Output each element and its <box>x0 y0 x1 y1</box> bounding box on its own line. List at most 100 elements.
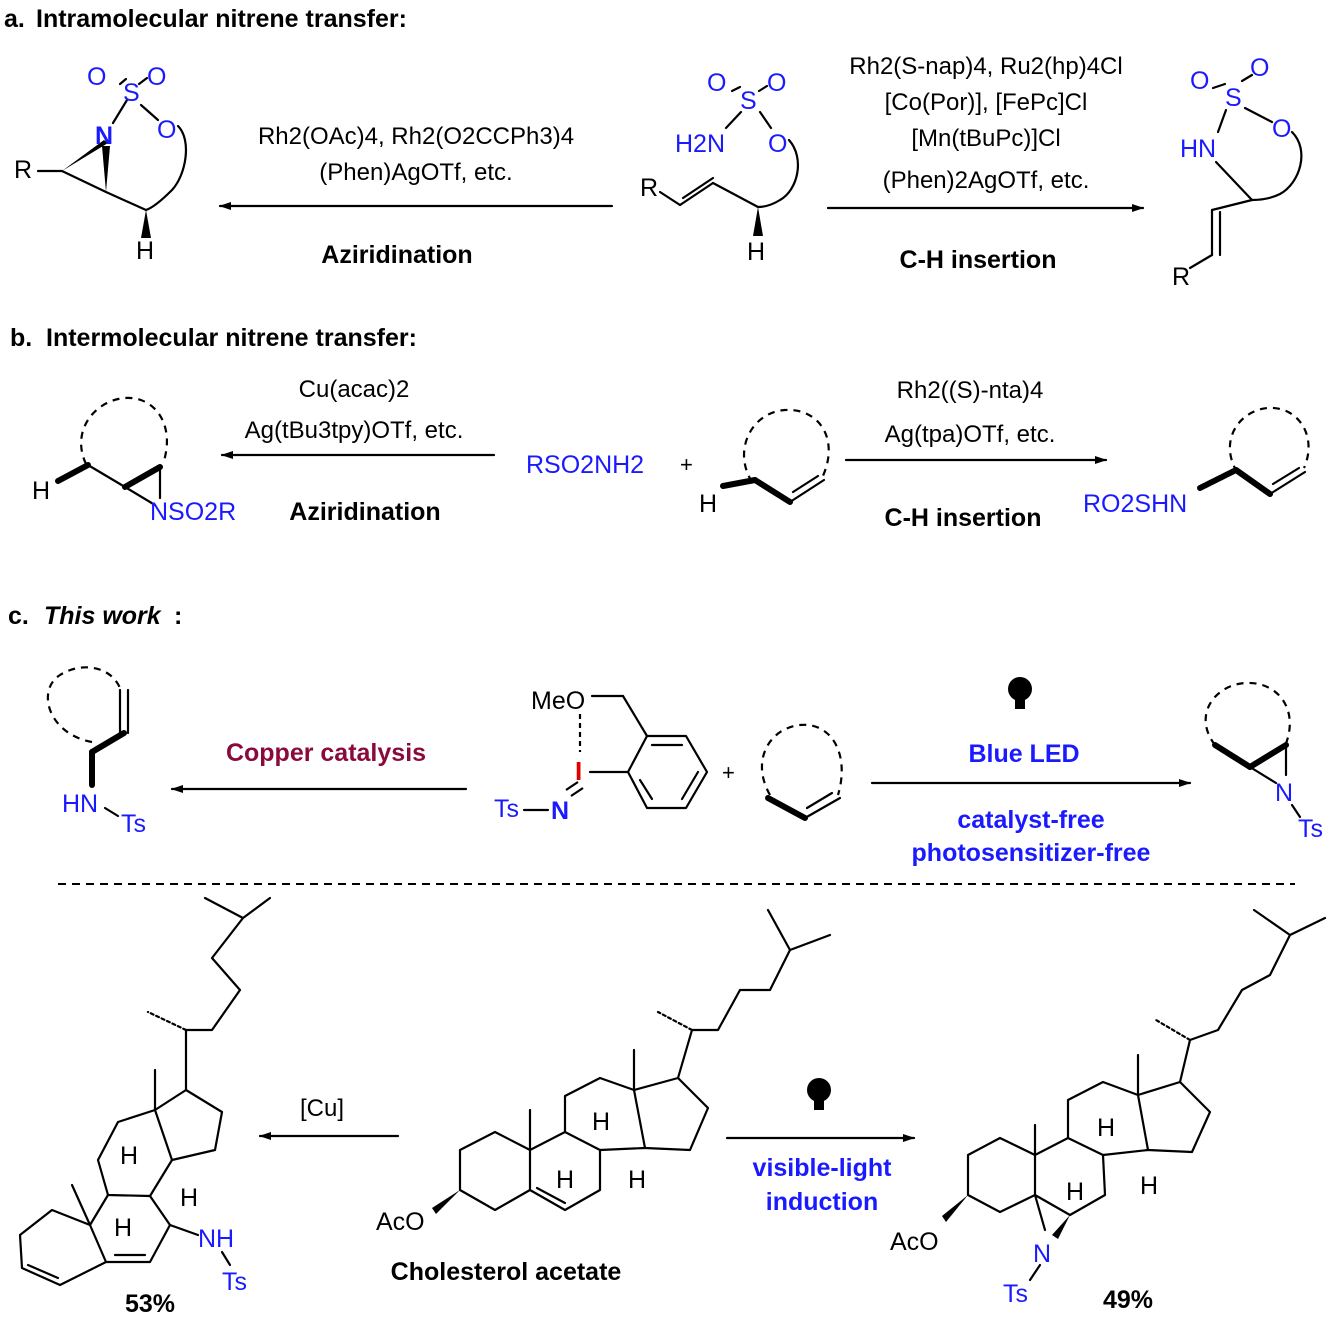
r-group-label: R <box>1172 263 1190 291</box>
nitrogen-label: N <box>1275 779 1293 807</box>
plus-sign: + <box>680 452 693 477</box>
lightbulb-icon <box>1008 677 1032 709</box>
b-right-condition-1: Rh2((S)-nta)4 <box>897 377 1044 404</box>
hydrogen-label: H <box>699 490 717 518</box>
visible-light-label: visible-light <box>753 1154 893 1182</box>
catalyst-free-label: catalyst-free <box>957 806 1104 834</box>
c-aziridine-product: N Ts <box>1204 681 1323 843</box>
a-right-condition-1: Rh2(S-nap)4, Ru2(hp)4Cl <box>849 53 1122 80</box>
section-b-title: Intermolecular nitrene transfer: <box>46 324 417 352</box>
cholesterol-acetate-structure: AcO H H H Cholesterol acetate <box>376 908 832 1286</box>
section-a-letter: a. <box>4 5 25 33</box>
tosyl-label: Ts <box>1298 815 1323 843</box>
a-cyclic-sulfamidate-product: S O O HN O R <box>1172 54 1303 291</box>
cholesterol-acetate-label: Cholesterol acetate <box>391 1258 622 1286</box>
a-left-condition-1: Rh2(OAc)4, Rh2(O2CCPh3)4 <box>258 123 574 150</box>
r-group-label: R <box>640 174 658 202</box>
wedge-bond <box>102 146 110 192</box>
amine-label: HN <box>1180 135 1216 163</box>
sulfonamide-product-label: RO2SHN <box>1083 490 1187 518</box>
hydrogen-label: H <box>1097 1114 1115 1142</box>
hydrogen-label: H <box>114 1214 132 1242</box>
steroid-aziridine-product: AcO N Ts H H H 49% <box>890 908 1327 1314</box>
b-left-condition-2: Ag(tBu3tpy)OTf, etc. <box>245 417 464 444</box>
a-sulfamate-substrate: S O O H2N O R H <box>640 69 799 266</box>
methoxy-label: MeO <box>531 687 585 715</box>
sulfonyl-aziridine-label: NSO2R <box>150 498 236 526</box>
section-c-letter: c. <box>8 602 29 630</box>
a-aziridination-label: Aziridination <box>321 241 472 269</box>
sulfur-label: S <box>740 87 757 115</box>
b-right-condition-2: Ag(tpa)OTf, etc. <box>885 421 1056 448</box>
blue-led-label: Blue LED <box>968 740 1079 768</box>
b-left-condition-1: Cu(acac)2 <box>299 376 410 403</box>
b-aziridination-label: Aziridination <box>289 498 440 526</box>
section-c-colon: : <box>174 602 182 630</box>
hydrogen-label: H <box>1140 1172 1158 1200</box>
a-left-condition-2: (Phen)AgOTf, etc. <box>319 159 512 186</box>
c-alkene-substrate <box>760 723 843 821</box>
nitrogen-label: N <box>95 122 113 150</box>
sulfur-label: S <box>1225 84 1242 112</box>
copper-reagent-label: [Cu] <box>300 1095 344 1122</box>
yield-left: 53% <box>125 1290 175 1317</box>
a-right-condition-2: [Co(Por)], [FePc]Cl <box>885 89 1088 116</box>
amine-label: NH <box>198 1225 234 1253</box>
sulfonamide-reagent: RSO2NH2 <box>526 451 644 479</box>
oxygen-label: O <box>157 116 176 144</box>
induction-label: induction <box>766 1188 878 1216</box>
tosyl-label: Ts <box>222 1268 247 1296</box>
a-right-condition-3: [Mn(tBuPc)]Cl <box>911 125 1060 152</box>
c-iminoiodinane-reagent: MeO I N Ts <box>494 687 709 825</box>
c-allylic-amine-product: HN Ts <box>46 666 146 838</box>
a-aziridine-product: R N S O O O H <box>14 63 187 265</box>
oxygen-label: O <box>1250 54 1269 82</box>
a-right-condition-4: (Phen)2AgOTf, etc. <box>883 167 1090 194</box>
steroid-allylic-amine-product: NH Ts H H H 53% <box>18 896 272 1317</box>
sulfur-label: S <box>123 79 140 107</box>
yield-right: 49% <box>1103 1286 1153 1314</box>
hydrogen-label: H <box>628 1166 646 1194</box>
oxygen-label: O <box>1272 115 1291 143</box>
hydrogen-label: H <box>747 238 765 266</box>
hydrogen-label: H <box>120 1142 138 1170</box>
tosyl-label: Ts <box>494 795 519 823</box>
oxygen-label: O <box>87 63 106 91</box>
oxygen-label: O <box>768 130 787 158</box>
b-aziridine-product: H NSO2R <box>32 396 236 526</box>
oxygen-label: O <box>707 69 726 97</box>
amine-label: HN <box>62 790 98 818</box>
oxygen-label: O <box>767 69 786 97</box>
iodine-label: I <box>575 756 582 786</box>
section-c-title: This work <box>44 602 162 630</box>
b-ch-insertion-label: C-H insertion <box>885 504 1042 532</box>
section-b: b. Intermolecular nitrene transfer: H NS… <box>10 324 1310 532</box>
nitrogen-label: N <box>1033 1240 1051 1268</box>
amine-label: H2N <box>675 130 725 158</box>
section-a: a. Intramolecular nitrene transfer: R N … <box>4 5 1303 291</box>
hydrogen-label: H <box>136 237 154 265</box>
hydrogen-label: H <box>1066 1178 1084 1206</box>
b-alkene-substrate: H <box>699 408 830 518</box>
tosyl-label: Ts <box>1003 1280 1028 1308</box>
r-group-label: R <box>14 156 32 184</box>
oxygen-label: O <box>1190 67 1209 95</box>
hydrogen-label: H <box>180 1184 198 1212</box>
plus-sign: + <box>722 760 735 785</box>
acetoxy-label: AcO <box>890 1228 939 1256</box>
hydrogen-label: H <box>32 477 50 505</box>
oxygen-label: O <box>147 63 166 91</box>
a-ch-insertion-label: C-H insertion <box>900 246 1057 274</box>
section-a-title: Intramolecular nitrene transfer: <box>36 5 407 33</box>
hydrogen-label: H <box>556 1166 574 1194</box>
hydrogen-label: H <box>592 1108 610 1136</box>
nitrogen-label: N <box>551 797 569 825</box>
copper-catalysis-label: Copper catalysis <box>226 739 426 767</box>
tosyl-label: Ts <box>121 810 146 838</box>
photosensitizer-free-label: photosensitizer-free <box>912 839 1151 867</box>
section-b-letter: b. <box>10 324 32 352</box>
wedge-bond <box>62 140 108 171</box>
lightbulb-icon <box>807 1078 831 1110</box>
b-amine-product: RO2SHN <box>1083 406 1310 518</box>
